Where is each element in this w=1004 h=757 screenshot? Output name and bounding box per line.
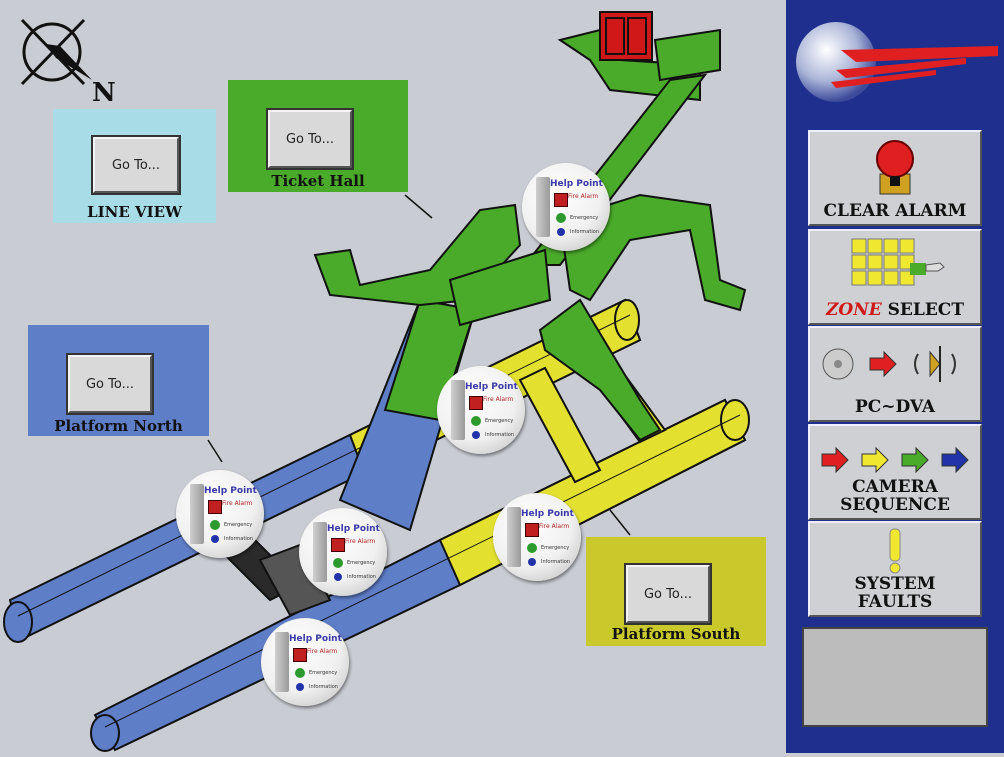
- platform-south-label: Platform South: [611, 625, 741, 643]
- help-point-cross-passage[interactable]: Help Point Fire Alarm Emergency Informat…: [261, 618, 349, 706]
- exit-stairs: [599, 11, 653, 61]
- sequence-arrows-icon: [821, 446, 969, 474]
- platform-south-panel: Go To... Platform South: [586, 537, 766, 646]
- system-faults-button[interactable]: SYSTEM FAULTS: [808, 521, 982, 617]
- platform-north-goto-button[interactable]: Go To...: [68, 355, 152, 413]
- system-logo: [796, 22, 998, 102]
- camera-sequence-button[interactable]: CAMERA SEQUENCE: [808, 424, 982, 520]
- info-icon: [472, 431, 480, 439]
- zone-select-highlight: ZONE: [826, 300, 882, 320]
- platform-south-goto-button[interactable]: Go To...: [626, 565, 710, 623]
- emergency-icon: [210, 520, 220, 530]
- zone-select-button[interactable]: ZONE SELECT: [808, 229, 982, 325]
- alarm-icon: [469, 396, 483, 410]
- alarm-icon: [525, 523, 539, 537]
- clear-alarm-button[interactable]: CLEAR ALARM: [808, 130, 982, 226]
- emergency-icon: [295, 668, 305, 678]
- ticket-hall-label: Ticket Hall: [271, 172, 365, 190]
- compass-icon: [20, 18, 92, 86]
- info-icon: [211, 535, 219, 543]
- emergency-icon: [471, 416, 481, 426]
- alarm-icon: [554, 193, 568, 207]
- help-point-platform-south[interactable]: Help Point Fire Alarm Emergency Informat…: [493, 493, 581, 581]
- line-view-goto-button[interactable]: Go To...: [93, 137, 179, 193]
- pc-dva-button[interactable]: PC~DVA: [808, 326, 982, 422]
- info-icon: [296, 683, 304, 691]
- status-display: [802, 627, 988, 727]
- platform-north-pointer: [207, 439, 223, 463]
- emergency-icon: [527, 543, 537, 553]
- info-icon: [334, 573, 342, 581]
- alarm-bell-icon: [876, 140, 914, 195]
- audio-broadcast-icon: [822, 346, 956, 382]
- info-icon: [557, 228, 565, 236]
- emergency-icon: [333, 558, 343, 568]
- ticket-hall-goto-button[interactable]: Go To...: [268, 110, 352, 168]
- zone-select-text: SELECT: [881, 300, 964, 320]
- platform-north-panel: Go To... Platform North: [28, 325, 209, 436]
- help-point-ticket-hall[interactable]: Help Point Fire Alarm Emergency Informat…: [522, 163, 610, 251]
- alarm-icon: [293, 648, 307, 662]
- platform-south-pointer: [609, 509, 631, 536]
- alarm-icon: [331, 538, 345, 552]
- station-map: N Go To... LINE VIEW Go To... Ticket Hal…: [3, 11, 766, 752]
- info-icon: [528, 558, 536, 566]
- zone-grid-icon: [851, 238, 945, 286]
- warning-exclamation-icon: [889, 528, 901, 574]
- control-sidebar: CLEAR ALARM ZONE SELECT PC~DVA: [786, 0, 1004, 753]
- line-view-label: LINE VIEW: [87, 203, 182, 221]
- help-point-escalator[interactable]: Help Point Fire Alarm Emergency Informat…: [437, 366, 525, 454]
- help-point-platform-north[interactable]: Help Point Fire Alarm Emergency Informat…: [176, 470, 264, 558]
- north-label: N: [92, 78, 116, 108]
- ticket-hall-pointer: [404, 194, 433, 219]
- emergency-icon: [556, 213, 566, 223]
- alarm-icon: [208, 500, 222, 514]
- ticket-hall-panel: Go To... Ticket Hall: [228, 80, 408, 192]
- help-point-escalator-base[interactable]: Help Point Fire Alarm Emergency Informat…: [299, 508, 387, 596]
- platform-north-label: Platform North: [54, 417, 183, 435]
- line-view-panel: Go To... LINE VIEW: [53, 109, 216, 223]
